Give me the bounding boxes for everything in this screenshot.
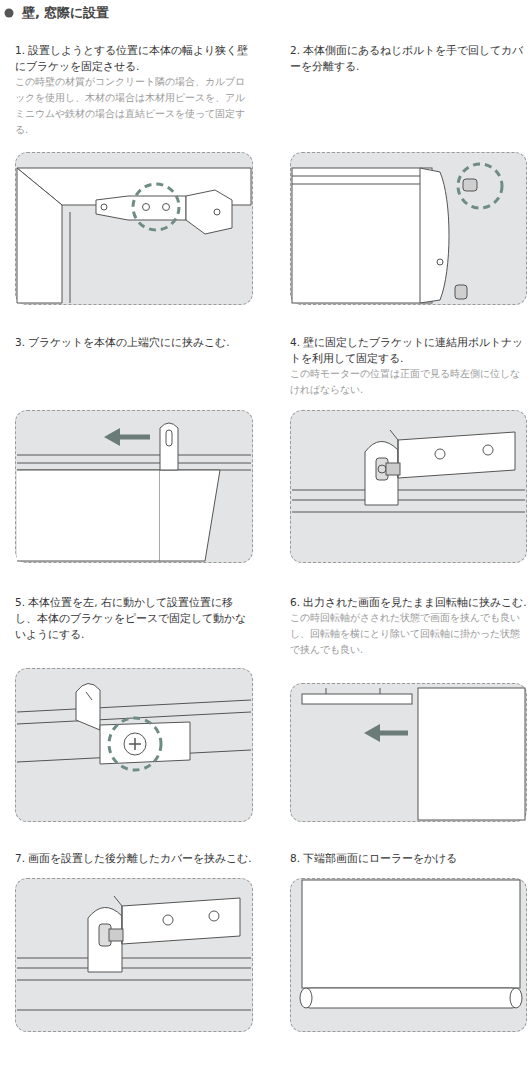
step-heading: 7. 画面を設置した後分離したカバーを挟みこむ. — [15, 850, 253, 866]
step-box: 1. 設置しようとする位置に本体の幅より狭く壁にブラケッを固定させる.この時壁の… — [15, 42, 253, 305]
roller-illustration — [300, 880, 522, 1008]
bracket-hole — [209, 911, 219, 921]
roller-end — [510, 988, 522, 1008]
step-heading: 4. 壁に固定したブラケットに連結用ボルトナットを利用して固定する. — [290, 334, 527, 366]
step-note: この時壁の材質がコンクリート隣の場合、カルブロックを使用し、木材の場合は木材用ピ… — [15, 74, 253, 138]
bracket-hole — [101, 204, 107, 210]
highlight-circle — [133, 184, 179, 230]
move-arrow — [118, 435, 150, 440]
step-note: この時モーターの位置は正面で見る時左側に位しなければならない. — [290, 366, 527, 398]
cover-attach-illustration — [17, 896, 251, 1010]
housing — [292, 168, 432, 303]
bracket-plate — [122, 898, 240, 944]
bolt — [109, 929, 123, 941]
step-heading: 8. 下端部画面にローラーをかける — [290, 850, 527, 866]
housing — [17, 470, 160, 561]
move-arrow-head — [364, 724, 380, 742]
housing-rail — [17, 455, 251, 470]
housing-rail — [17, 958, 251, 1010]
step-box: 7. 画面を設置した後分離したカバーを挟みこむ. — [15, 850, 253, 1032]
screen — [302, 880, 520, 988]
bolt — [378, 465, 386, 473]
title-bullet — [5, 9, 14, 18]
housing-cover-illustration — [292, 164, 502, 303]
screw — [437, 259, 443, 265]
bracket-slot — [86, 692, 92, 700]
bracket-slot — [166, 430, 172, 446]
page-title: 壁, 窓際に設置 — [22, 4, 109, 22]
window-frame — [17, 168, 251, 205]
bracket-tab — [326, 688, 380, 694]
bracket-insert-illustration — [17, 423, 251, 561]
piece-fix-illustration — [17, 683, 251, 770]
screen — [418, 688, 525, 820]
bracket-bolt-illustration — [292, 430, 525, 512]
bracket-hole — [214, 209, 220, 215]
bracket — [365, 441, 398, 505]
housing-rail — [292, 490, 525, 512]
housing-end — [160, 470, 220, 561]
step-box: 2. 本体側面にあるねじボルトを手で回してカバーを分離する. — [290, 42, 527, 305]
illustration-panel — [290, 410, 527, 563]
bracket-hole — [163, 204, 170, 211]
step-heading: 3. ブラケットを本体の上端穴にに挟みこむ. — [15, 334, 253, 350]
move-arrow — [378, 731, 408, 736]
bracket-plate — [100, 722, 190, 764]
bolt-nut — [99, 924, 111, 946]
step-box: 5. 本体位置を左, 右に動かして設置位置に移し、本体のブラケッをピースで固定し… — [15, 594, 253, 822]
bracket-hole — [143, 204, 150, 211]
housing-rail — [17, 700, 251, 762]
step-heading: 2. 本体側面にあるねじボルトを手で回してカバーを分離する. — [290, 42, 527, 74]
bracket-edge — [114, 896, 122, 944]
bolt-nut — [376, 458, 388, 480]
bracket — [96, 196, 186, 220]
bracket-hole — [483, 445, 493, 455]
window-frame — [17, 168, 62, 303]
bolt — [463, 179, 477, 191]
step-box: 8. 下端部画面にローラーをかける — [290, 850, 527, 1032]
roller-housing — [302, 694, 412, 704]
roller-end — [300, 988, 312, 1008]
bracket-plate — [398, 432, 515, 478]
bracket-edge — [390, 430, 398, 478]
highlight-circle — [458, 164, 502, 208]
bolt — [455, 285, 467, 299]
step-heading: 6. 出力された画面を見たまま回転軸に挟みこむ. — [290, 594, 527, 610]
wall-frame-illustration — [17, 168, 251, 303]
step-box: 4. 壁に固定したブラケットに連結用ボルトナットを利用して固定する.この時モータ… — [290, 334, 527, 563]
screen-insert-illustration — [302, 688, 525, 820]
illustration-panel — [290, 683, 527, 822]
bracket-hole — [435, 449, 445, 459]
bracket — [186, 190, 232, 234]
housing-edge — [292, 176, 432, 184]
illustration-panel — [15, 152, 253, 305]
bracket-hole — [163, 915, 173, 925]
bracket — [88, 907, 122, 972]
highlight-circle — [109, 718, 161, 770]
bracket — [160, 423, 178, 470]
move-arrow-head — [104, 428, 120, 446]
step-heading: 5. 本体位置を左, 右に動かして設置位置に移し、本体のブラケッをピースで固定し… — [15, 594, 253, 642]
end-cap — [420, 168, 449, 303]
illustration-panel — [290, 152, 527, 305]
illustration-panel — [290, 878, 527, 1032]
screw-cross — [129, 738, 141, 750]
step-note: この時回転軸がさされた状態で画面を挟んでも良いし、回転軸を横にとり除いて回転軸に… — [290, 610, 527, 658]
illustration-panel — [15, 878, 253, 1032]
frame-edge — [70, 212, 71, 303]
step-box: 6. 出力された画面を見たまま回転軸に挟みこむ.この時回転軸がさされた状態で画面… — [290, 594, 527, 822]
bolt — [386, 463, 400, 475]
step-box: 3. ブラケットを本体の上端穴にに挟みこむ. — [15, 334, 253, 563]
bottom-roller — [302, 988, 520, 1008]
screw — [124, 733, 146, 755]
bracket — [76, 683, 100, 730]
illustration-panel — [15, 410, 253, 563]
step-heading: 1. 設置しようとする位置に本体の幅より狭く壁にブラケッを固定させる. — [15, 42, 253, 74]
illustration-panel — [15, 668, 253, 822]
